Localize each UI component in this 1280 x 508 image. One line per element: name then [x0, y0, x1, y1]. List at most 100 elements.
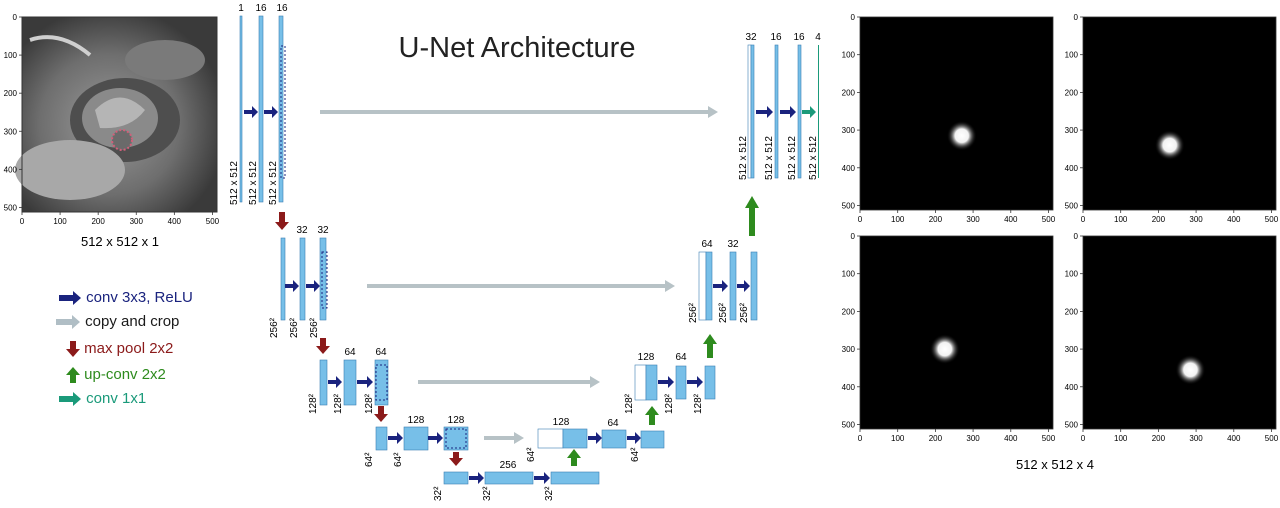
conv-arrow [306, 280, 320, 292]
tick-label: 400 [1004, 215, 1018, 224]
size-label: 64² [364, 452, 375, 467]
size-label: 64² [630, 447, 641, 462]
tick-label: 0 [1081, 434, 1086, 443]
channel-label: 16 [255, 3, 267, 14]
size-label: 256² [309, 317, 320, 338]
maxpool-arrow [316, 338, 330, 354]
feature-map-block [343, 359, 357, 406]
channel-label: 32 [745, 32, 757, 43]
segmentation-blob [929, 334, 960, 365]
tick-label: 100 [1065, 51, 1079, 60]
crop-region [280, 45, 286, 179]
tick-label: 0 [13, 13, 18, 22]
channel-label: 64 [607, 418, 619, 429]
tick-label: 0 [858, 434, 863, 443]
legend-item-maxpool: max pool 2x2 [66, 340, 174, 358]
legend-item-copy: copy and crop [55, 313, 179, 330]
feature-map-block [750, 44, 755, 179]
tick-label: 300 [1065, 345, 1079, 354]
legend-label: conv 3x3, ReLU [86, 289, 193, 306]
tick-label: 0 [851, 232, 856, 241]
size-label: 512 x 512 [229, 161, 240, 205]
conv-arrow [737, 280, 750, 292]
encoder-level-4: 128 128 64² 64² [364, 415, 469, 467]
crop-region [375, 364, 388, 401]
feature-map-block [299, 237, 306, 321]
conv-arrow [713, 280, 728, 292]
size-label: 512 x 512 [808, 136, 819, 180]
plot-area [1082, 16, 1277, 211]
legend-label: max pool 2x2 [84, 340, 174, 357]
feature-map-block [562, 428, 588, 449]
maxpool-arrow [374, 406, 388, 422]
tick-label: 400 [1004, 434, 1018, 443]
gray-arrow-icon [56, 315, 80, 330]
channel-label: 1 [238, 3, 244, 14]
feature-map-block [729, 251, 737, 321]
tick-label: 300 [842, 126, 856, 135]
decoder-level-4: 128 64 64² 64² [526, 417, 665, 462]
channel-label: 32 [727, 239, 739, 250]
upconv-arrow [645, 406, 659, 425]
size-label: 512 x 512 [764, 136, 775, 180]
tick-label: 300 [842, 345, 856, 354]
copy-arrow [484, 432, 524, 444]
tick-label: 300 [1189, 215, 1203, 224]
encoder-level-2: 32 32 256² 256² 256² [269, 225, 329, 338]
conv-arrow [627, 432, 641, 444]
tick-label: 300 [966, 434, 980, 443]
tick-label: 400 [1227, 215, 1241, 224]
size-label: 512 x 512 [248, 161, 259, 205]
tick-label: 100 [891, 434, 905, 443]
tick-label: 200 [1065, 307, 1079, 316]
feature-map-block [601, 429, 627, 449]
legend-label: copy and crop [85, 313, 180, 330]
feature-map-block [280, 237, 286, 321]
feature-map-block [443, 426, 469, 451]
copy-arrow [320, 106, 718, 118]
tick-label: 400 [4, 165, 18, 174]
navy-arrow-icon [59, 291, 81, 306]
size-label: 256² [739, 302, 750, 323]
channel-label: 128 [448, 415, 465, 426]
copied-feature-map [537, 428, 564, 449]
legend-label: conv 1x1 [86, 390, 147, 407]
tick-label: 500 [842, 201, 856, 210]
tick-label: 100 [842, 51, 856, 60]
size-label: 32² [433, 486, 444, 501]
tick-label: 300 [1189, 434, 1203, 443]
copied-feature-map [698, 251, 707, 321]
maxpool-arrows [275, 212, 463, 466]
conv-arrow [756, 106, 773, 118]
size-label: 128² [364, 393, 375, 414]
feature-map-block [239, 15, 243, 203]
encoder-level-1: 1 16 16 512 x 512 512 x 512 512 x 512 [229, 3, 288, 205]
tick-label: 200 [842, 307, 856, 316]
decoder-level-1: 32 16 16 4 512 x 512 512 x 512 512 x 512… [738, 32, 821, 180]
feature-map-block [258, 15, 264, 203]
tick-label: 400 [842, 164, 856, 173]
bottleneck: 256 32² 32² 32² [433, 460, 600, 501]
tick-label: 500 [1265, 434, 1279, 443]
conv-arrow [428, 432, 443, 444]
channel-label: 64 [375, 347, 387, 358]
tick-label: 200 [929, 434, 943, 443]
channel-label: 64 [675, 352, 687, 363]
crop-region [445, 428, 467, 449]
tick-label: 200 [91, 217, 105, 226]
feature-map-block [319, 359, 328, 406]
conv-arrows [244, 106, 796, 484]
size-label: 256² [688, 302, 699, 323]
upconv-arrow [745, 196, 759, 236]
conv-arrow [388, 432, 403, 444]
feature-map-block [443, 471, 469, 485]
feature-map-block [374, 359, 389, 406]
channel-label: 32 [317, 225, 329, 236]
tick-label: 0 [20, 217, 25, 226]
feature-map-block [550, 471, 600, 485]
output-caption: 512 x 512 x 4 [1016, 457, 1094, 472]
tick-label: 500 [206, 217, 220, 226]
